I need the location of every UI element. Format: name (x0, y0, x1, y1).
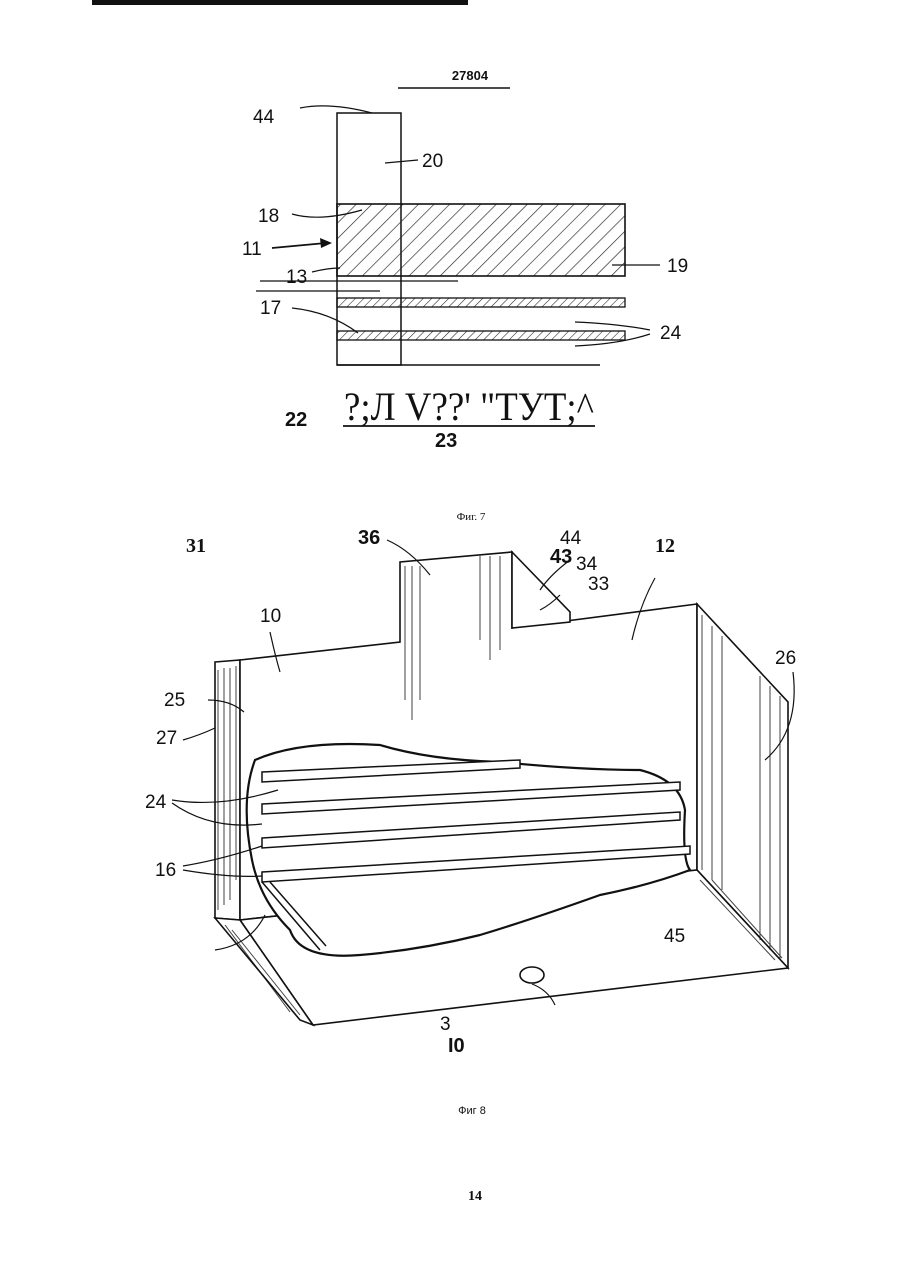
fig8-label-33: 33 (588, 574, 609, 595)
strip-24-lower (337, 331, 625, 340)
page-number: 14 (468, 1189, 482, 1204)
fig7-label-19: 19 (667, 256, 688, 277)
fig8-label-10: 10 (260, 606, 281, 627)
fig8-label-34: 34 (576, 554, 598, 575)
figure-7: 44 20 18 11 13 19 17 24 ?;Л V??' "ТУТ;^ … (242, 106, 688, 523)
fig7-garbled-text: ?;Л V??' "ТУТ;^ (344, 384, 594, 429)
top-black-bar (92, 0, 468, 5)
fig8-label-36: 36 (358, 527, 380, 549)
fig8-label-27: 27 (156, 728, 177, 749)
strip-24-upper (337, 298, 625, 307)
fig7-label-17: 17 (260, 298, 281, 319)
fig7-label-44: 44 (253, 107, 275, 128)
fig8-label-31: 31 (186, 535, 206, 557)
drain-hole (520, 967, 544, 983)
fig8-label-43: 43 (550, 546, 572, 568)
fig7-label-22: 22 (285, 409, 307, 431)
fig8-label-24: 24 (145, 792, 167, 813)
fig8-label-25: 25 (164, 690, 185, 711)
fig7-label-13: 13 (286, 267, 307, 288)
fig8-label-45: 45 (664, 926, 685, 947)
fig8-caption: Фиг 8 (458, 1105, 486, 1117)
patent-number: 27804 (452, 68, 489, 83)
fig7-caption: Фиг. 7 (457, 511, 486, 523)
fig8-label-16: 16 (155, 860, 176, 881)
fig7-label-23: 23 (435, 430, 457, 452)
fig8-label-26: 26 (775, 648, 796, 669)
fig8-label-3: 3 (440, 1014, 451, 1035)
fig8-label-12: 12 (655, 535, 675, 557)
fig7-label-11: 11 (242, 239, 262, 260)
plate-18 (337, 204, 625, 276)
fig7-label-24: 24 (660, 323, 682, 344)
fig8-label-10-bottom: I0 (448, 1035, 465, 1057)
fig7-label-18: 18 (258, 206, 279, 227)
fig7-label-20: 20 (422, 151, 443, 172)
